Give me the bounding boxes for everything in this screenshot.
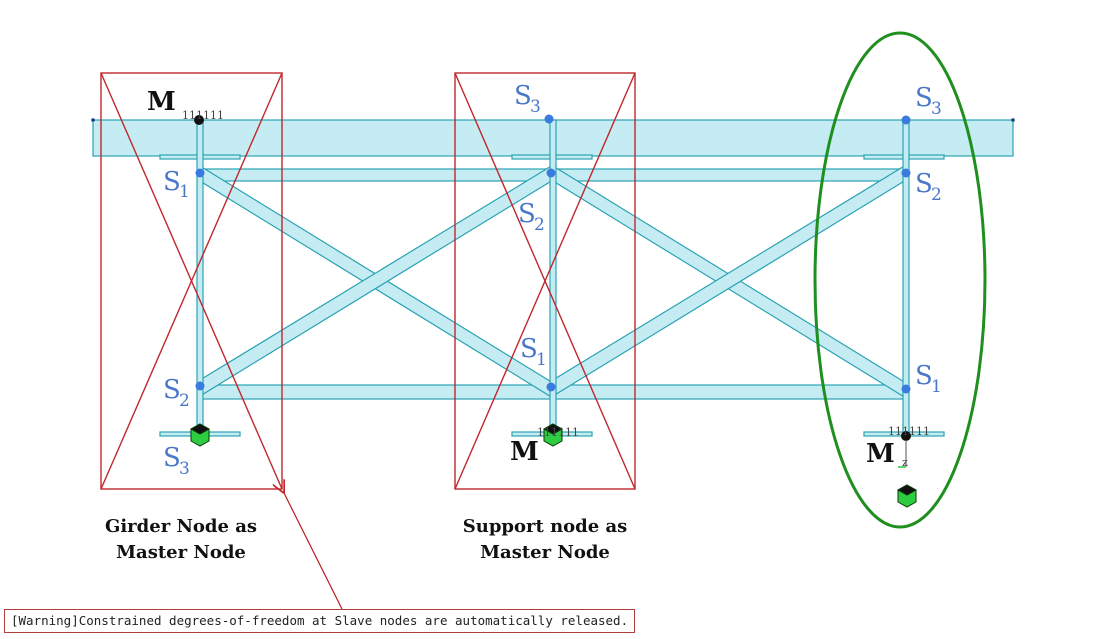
right-master-code: 111111 [888,425,930,438]
middle-caption-line2: Master Node [480,542,610,563]
support-symbols [189,423,918,508]
right-s3-label: S [915,83,933,113]
middle-s1-sub: 1 [536,350,547,370]
right-s2-sub: 2 [931,185,942,205]
left-caption: Girder Node as Master Node [96,514,266,566]
highlight-ellipse [813,31,987,529]
middle-labels: S 3 S 2 S 1 111111 M [510,81,579,467]
left-s1-sub: 1 [179,182,190,202]
middle-caption-line1: Support node as [462,516,628,537]
left-master-code: 111111 [182,109,224,122]
slave-nodes [195,114,911,394]
left-caption-line1: Girder Node as [104,516,258,537]
right-s1-sub: 1 [931,377,942,397]
right-s3-sub: 3 [931,99,942,119]
middle-s3-sub: 3 [530,97,541,117]
left-s2-sub: 2 [179,391,190,411]
right-master-label: M [866,439,895,469]
left-caption-line2: Master Node [116,542,246,563]
left-s2-label: S [163,375,181,405]
left-master-label: M [147,87,176,117]
middle-s2-sub: 2 [534,215,545,235]
right-s2-label: S [915,169,933,199]
left-labels: M 111111 S 1 S 2 S 3 [147,87,224,479]
left-s1-label: S [163,167,181,197]
middle-caption: Support node as Master Node [452,514,638,566]
right-s1-label: S [915,361,933,391]
right-labels: S 3 S 2 S 1 111111 M z [866,83,942,469]
middle-s1-label: S [520,334,538,364]
warning-message: [Warning]Constrained degrees-of-freedom … [4,609,636,633]
left-s3-sub: 3 [179,459,190,479]
cross-box-left [100,72,283,490]
middle-master-code: 111111 [537,426,579,439]
middle-s3-label: S [514,81,532,111]
cross-box-middle [454,72,636,490]
middle-master-label: M [510,437,539,467]
left-s3-label: S [163,443,181,473]
warning-arrow [283,491,343,610]
right-axis-label: z [902,456,908,469]
middle-s2-label: S [518,199,536,229]
